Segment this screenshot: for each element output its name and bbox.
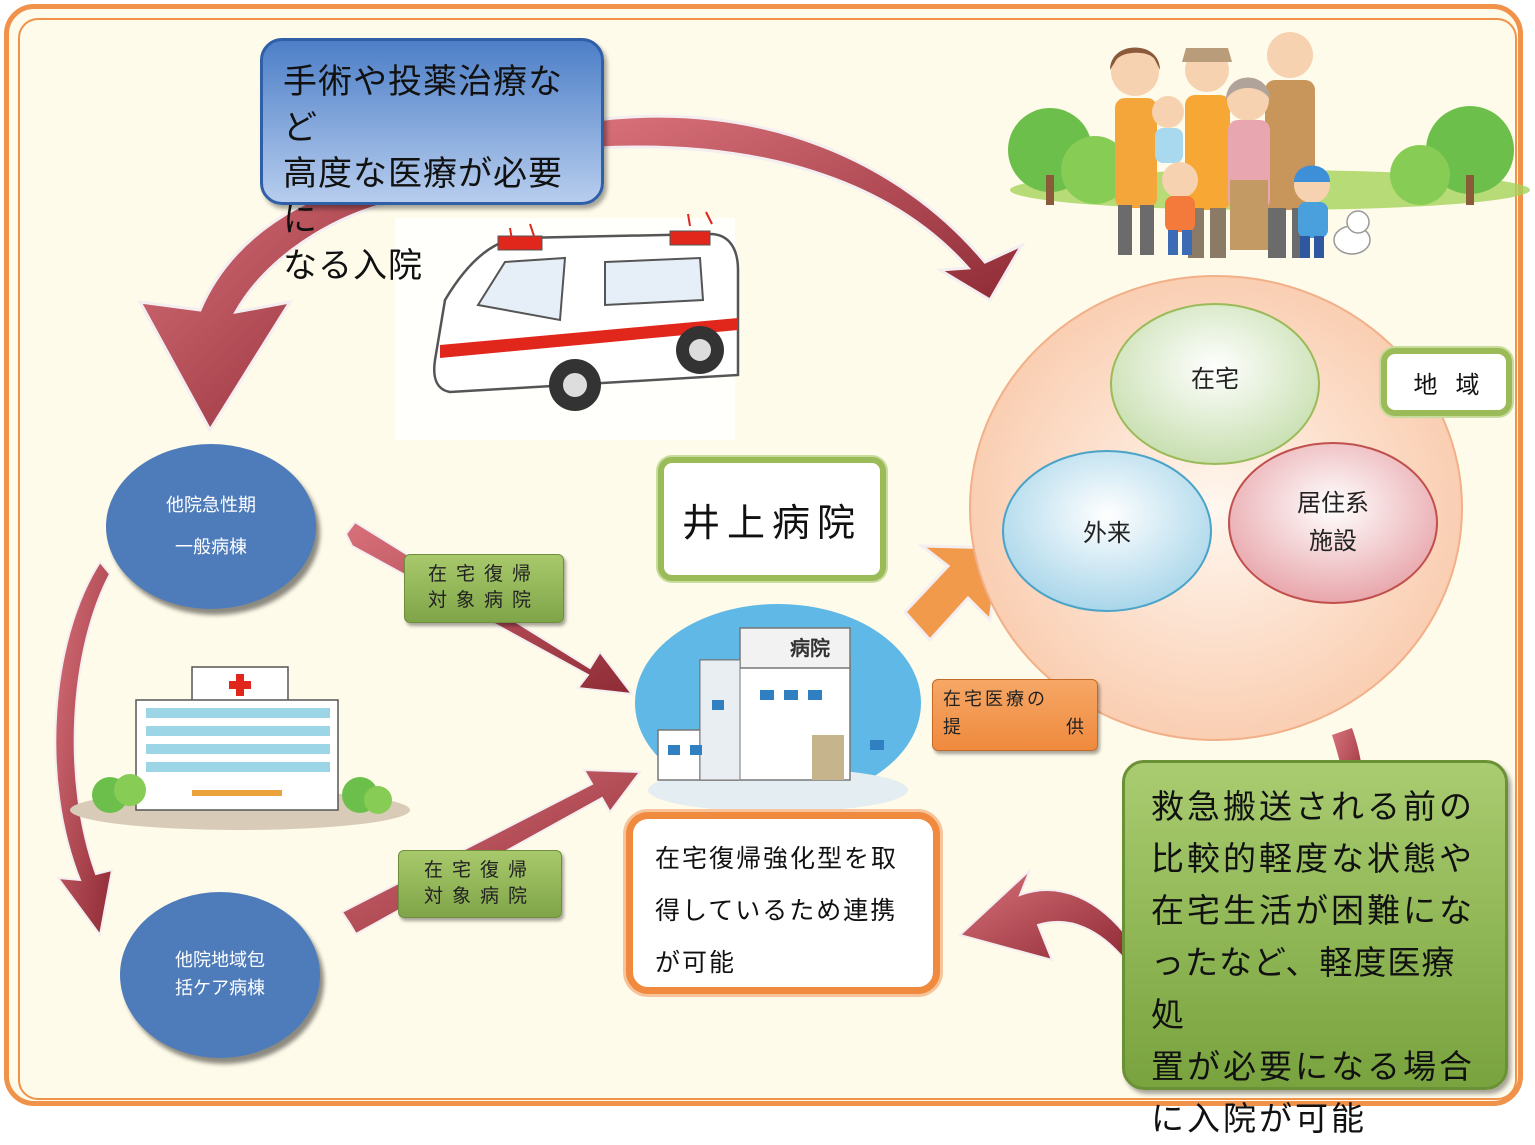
other-hospital-illustration xyxy=(70,666,410,830)
home-label: 在宅 xyxy=(1191,365,1239,393)
acute-ward-line-2: 一般病棟 xyxy=(175,536,247,558)
home-return-tag-upper-line-2: 対象病院 xyxy=(427,589,540,611)
facility-label-line-1: 居住系 xyxy=(1297,489,1369,517)
outpatient-label: 外来 xyxy=(1083,519,1131,547)
inoue-hospital-illustration xyxy=(635,604,921,812)
home-care-tag-line-2b: 供 xyxy=(1066,717,1087,738)
mild-care-bubble: 救急搬送される前の 比較的軽度な状態や 在宅生活が困難にな ったなど、軽度医療処… xyxy=(1122,760,1508,1138)
mild-care-line-2: 比較的軽度な状態や xyxy=(1151,839,1475,878)
reinforced-type-note: 在宅復帰強化型を取 得しているため連携 が可能 xyxy=(626,812,940,994)
facility-label-line-2: 施設 xyxy=(1309,527,1357,555)
home-return-tag-upper: 在宅復帰 対象病院 xyxy=(404,554,564,623)
community-ward-circle: 他院地域包 括ケア病棟 xyxy=(120,892,320,1058)
region-circle xyxy=(969,275,1463,741)
advanced-care-line-1: 手術や投薬治療など xyxy=(283,62,563,148)
region-label-box: 地域 xyxy=(1381,348,1512,416)
home-care-tag: 在宅医療の 提 供 xyxy=(932,679,1098,751)
ambulance-illustration xyxy=(395,211,740,440)
community-ward-line-2: 括ケア病棟 xyxy=(175,978,265,999)
inoue-hospital-box: 井上病院 xyxy=(658,457,886,581)
home-return-tag-lower: 在宅復帰 対象病院 xyxy=(398,850,562,918)
home-return-tag-lower-line-2: 対象病院 xyxy=(423,885,536,907)
mild-care-line-6: に入院が可能 xyxy=(1151,1099,1367,1138)
home-care-tag-line-1: 在宅医療の xyxy=(943,689,1048,710)
home-return-tag-lower-line-1: 在宅復帰 xyxy=(423,859,536,881)
home-circle xyxy=(1110,303,1320,465)
home-care-tag-line-2: 提 供 xyxy=(943,714,1087,742)
advanced-care-line-2: 高度な医療が必要に xyxy=(283,154,563,240)
note-line-1: 在宅復帰強化型を取 xyxy=(655,844,899,873)
note-line-3: が可能 xyxy=(655,948,737,977)
facility-circle xyxy=(1228,442,1438,604)
facility-label: 居住系 施設 xyxy=(1233,484,1433,560)
acute-ward-line-1: 他院急性期 xyxy=(166,494,256,516)
community-ward-line-1: 他院地域包 xyxy=(175,950,265,971)
mild-care-line-3: 在宅生活が困難にな xyxy=(1151,891,1475,930)
home-return-tag-upper-line-1: 在宅復帰 xyxy=(427,563,540,585)
advanced-care-line-3: なる入院 xyxy=(283,246,423,286)
inoue-hospital-name: 井上病院 xyxy=(681,500,862,545)
curved-arrow-to-region xyxy=(594,114,1026,303)
note-line-2: 得しているため連携 xyxy=(655,896,898,925)
acute-ward-circle: 他院急性期 一般病棟 xyxy=(106,444,316,609)
outpatient-circle xyxy=(1002,450,1212,612)
home-care-tag-line-2a: 提 xyxy=(943,717,964,738)
hospital-sign: 病院 xyxy=(790,636,830,660)
family-illustration xyxy=(1008,32,1530,258)
region-label: 地域 xyxy=(1413,370,1498,399)
curved-arrow-to-note xyxy=(957,869,1132,963)
mild-care-line-5: 置が必要になる場合 xyxy=(1151,1047,1475,1086)
mild-care-line-4: ったなど、軽度医療処 xyxy=(1151,943,1456,1034)
advanced-care-bubble: 手術や投薬治療など 高度な医療が必要に なる入院 xyxy=(260,38,604,286)
mild-care-line-1: 救急搬送される前の xyxy=(1151,787,1475,826)
curved-arrow-acute-to-community xyxy=(54,560,114,938)
